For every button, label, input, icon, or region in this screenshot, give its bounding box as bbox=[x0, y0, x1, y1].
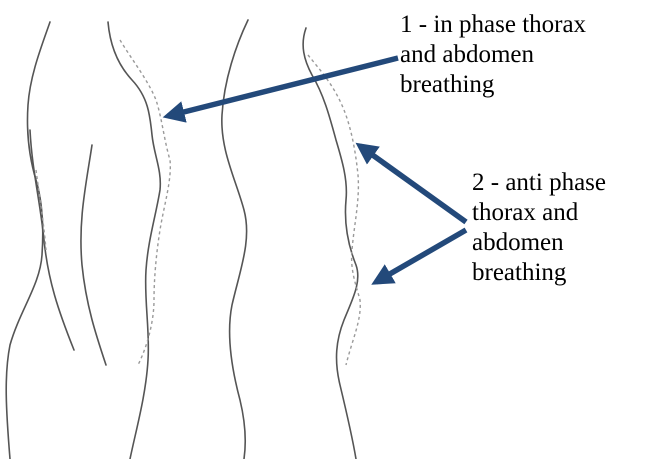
arrow-2-upper bbox=[360, 146, 466, 222]
annotation-2-line-4: breathing bbox=[472, 258, 606, 288]
annotation-1-line-3: breathing bbox=[400, 70, 586, 100]
annotation-1-line-2: and abdomen bbox=[400, 40, 586, 70]
annotation-2-label: 2 - anti phase thorax and abdomen breath… bbox=[472, 168, 606, 288]
arrow-2-lower bbox=[376, 230, 466, 282]
annotation-2-line-3: abdomen bbox=[472, 228, 606, 258]
figure-1-front-outline bbox=[108, 22, 160, 459]
annotation-1-line-1: 1 - in phase thorax bbox=[400, 10, 586, 40]
figure-1-inner-arm-outline bbox=[81, 145, 106, 365]
figure-1-arm-outline bbox=[30, 130, 74, 350]
arrow-1 bbox=[168, 58, 398, 116]
annotation-1-label: 1 - in phase thorax and abdomen breathin… bbox=[400, 10, 586, 100]
annotation-2-line-1: 2 - anti phase bbox=[472, 168, 606, 198]
figure-2-dotted-outline bbox=[308, 55, 360, 365]
figure-1-dotted-outline bbox=[120, 40, 170, 365]
figure-2-back-outline bbox=[222, 20, 248, 459]
figure-2-front-outline bbox=[303, 28, 358, 459]
figure-1-silhouette bbox=[6, 22, 160, 459]
annotation-2-line-2: thorax and bbox=[472, 198, 606, 228]
